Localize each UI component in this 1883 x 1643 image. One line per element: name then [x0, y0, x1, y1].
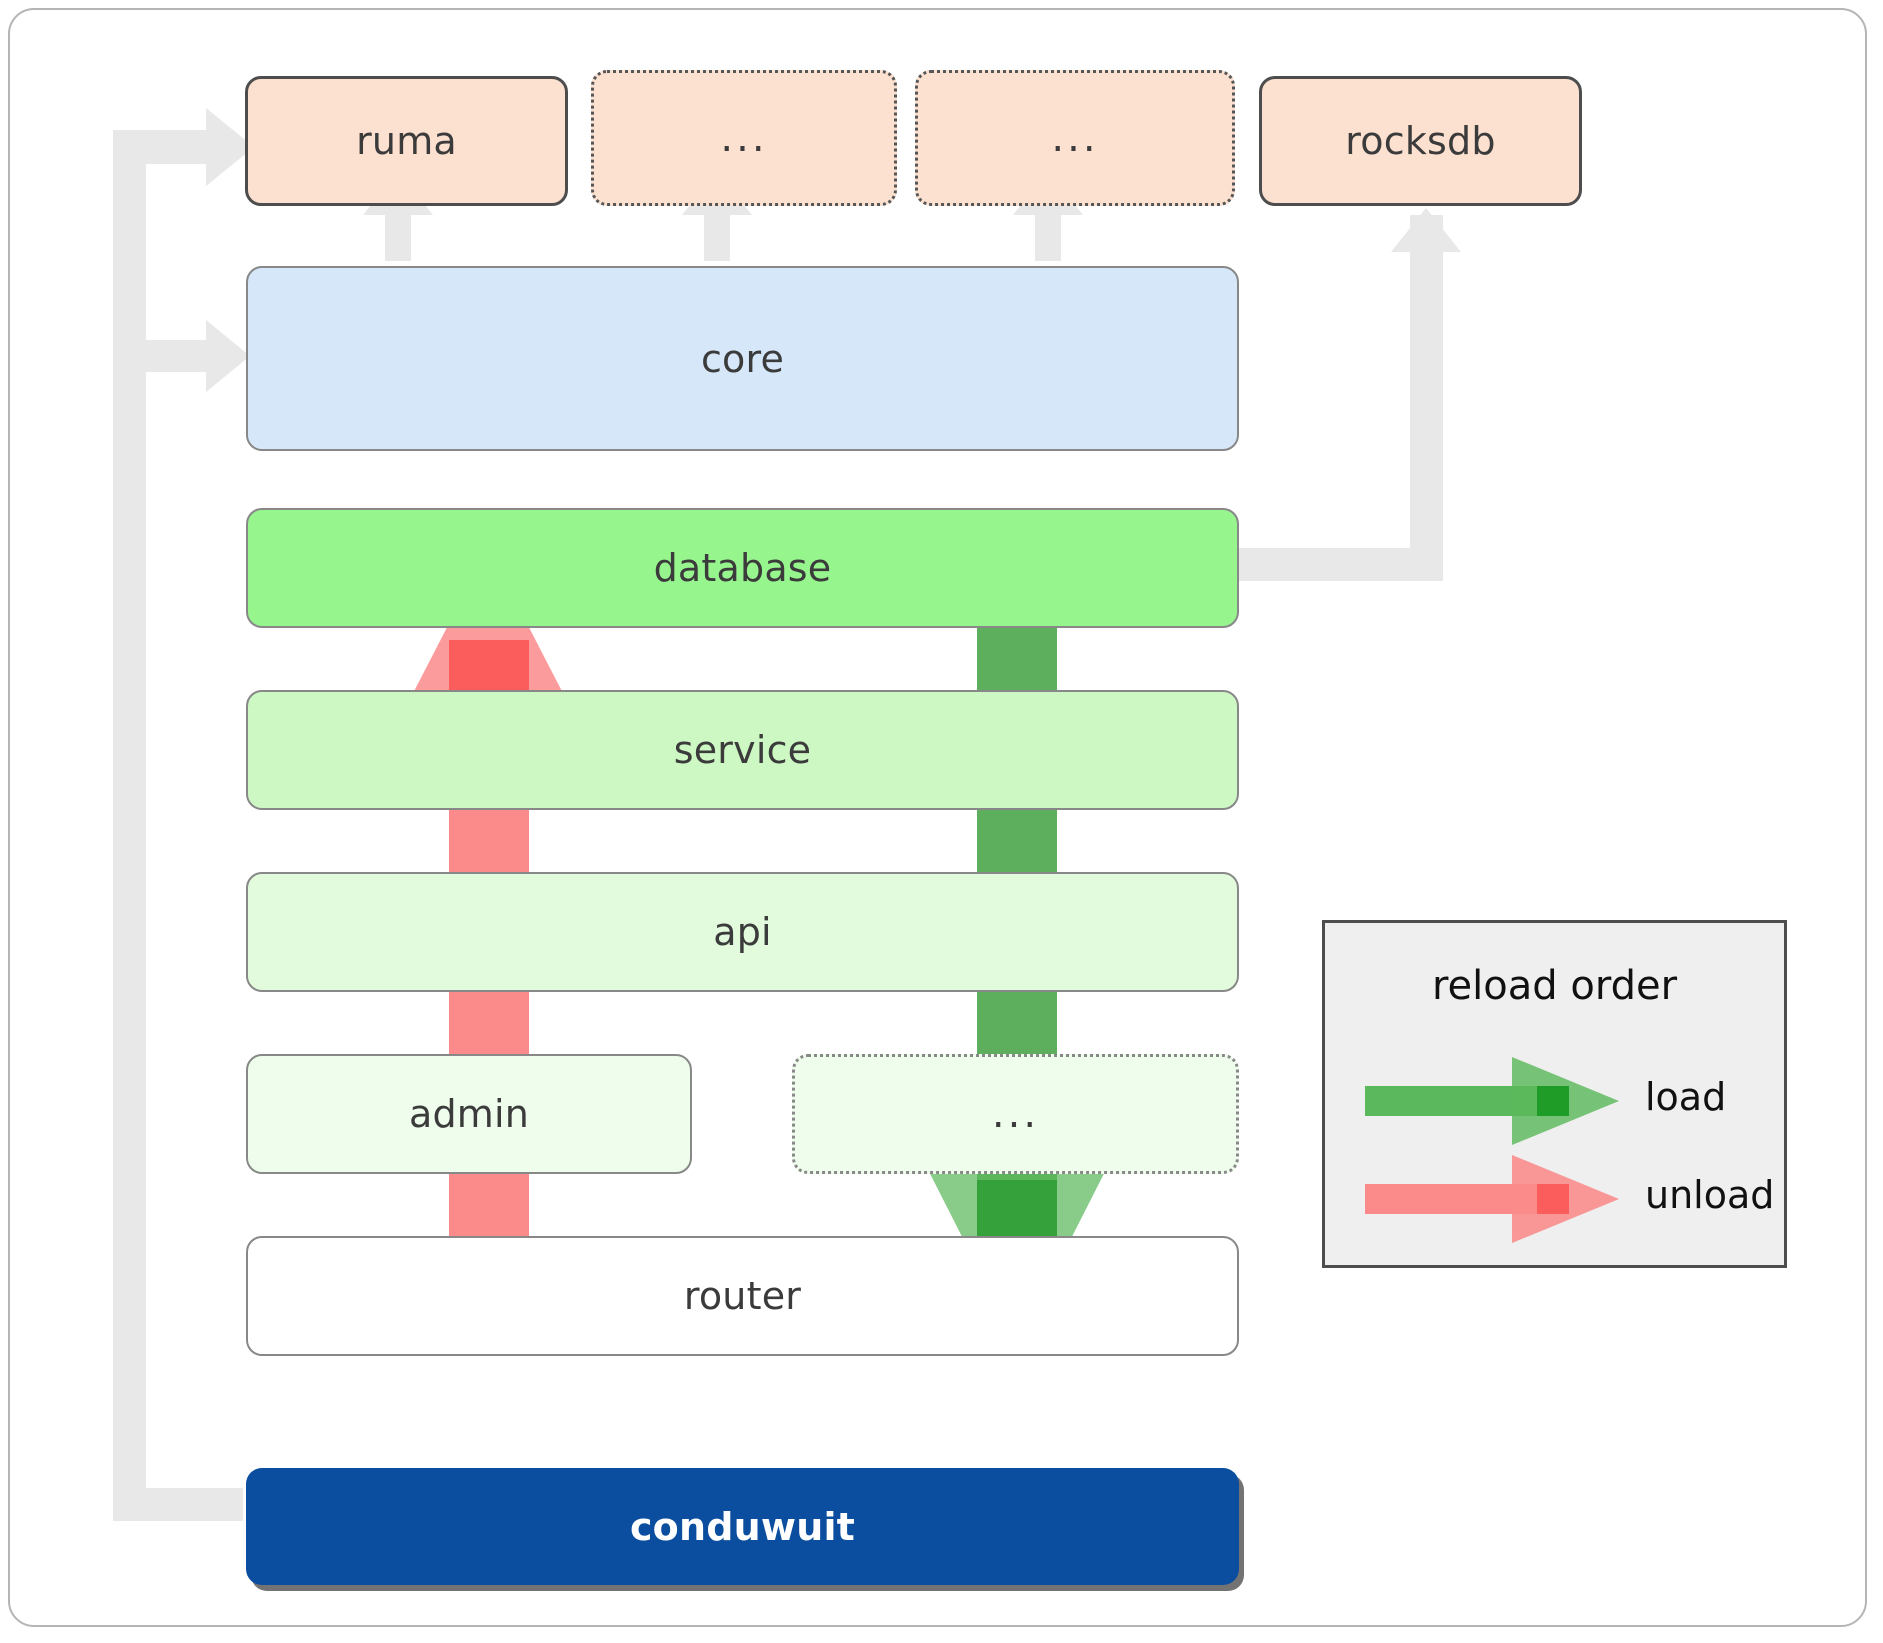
- node-service-label: service: [673, 728, 812, 772]
- node-api[interactable]: api: [246, 872, 1239, 992]
- legend-unload-head-inner: [1537, 1184, 1569, 1214]
- legend-load-label: load: [1645, 1075, 1727, 1119]
- node-core-label: core: [700, 336, 785, 381]
- legend-title: reload order: [1431, 963, 1678, 1009]
- legend-load-head-inner: [1537, 1086, 1569, 1116]
- node-database[interactable]: database: [246, 508, 1239, 628]
- node-conduwuit[interactable]: conduwuit: [246, 1468, 1239, 1585]
- legend-unload-arrow: [1365, 1155, 1619, 1243]
- legend-unload-label: unload: [1645, 1173, 1775, 1217]
- node-admin[interactable]: admin: [246, 1054, 692, 1174]
- node-database-label: database: [653, 546, 832, 590]
- node-ruma[interactable]: ruma: [245, 76, 568, 206]
- node-dots-bottom[interactable]: ...: [792, 1054, 1239, 1174]
- diagram-frame: [8, 8, 1867, 1627]
- node-dots-bottom-label: ...: [991, 1091, 1040, 1137]
- node-router-label: router: [683, 1274, 802, 1318]
- node-dots-top-2-label: ...: [1051, 115, 1099, 161]
- node-router[interactable]: router: [246, 1236, 1239, 1356]
- node-dots-top-1[interactable]: ...: [591, 70, 897, 206]
- node-dots-top-2[interactable]: ...: [915, 70, 1235, 206]
- node-core[interactable]: core: [246, 266, 1239, 451]
- node-dots-top-1-label: ...: [720, 115, 768, 161]
- node-admin-label: admin: [408, 1092, 530, 1136]
- node-service[interactable]: service: [246, 690, 1239, 810]
- node-api-label: api: [713, 910, 772, 954]
- node-rocksdb[interactable]: rocksdb: [1259, 76, 1582, 206]
- node-conduwuit-label: conduwuit: [629, 1504, 856, 1549]
- node-ruma-label: ruma: [356, 119, 457, 163]
- legend-unload-shaft: [1365, 1184, 1537, 1214]
- legend-load-arrow: [1365, 1057, 1619, 1145]
- node-rocksdb-label: rocksdb: [1345, 119, 1496, 163]
- legend-reload-order: reload order load unload: [1322, 920, 1787, 1268]
- legend-load-shaft: [1365, 1086, 1537, 1116]
